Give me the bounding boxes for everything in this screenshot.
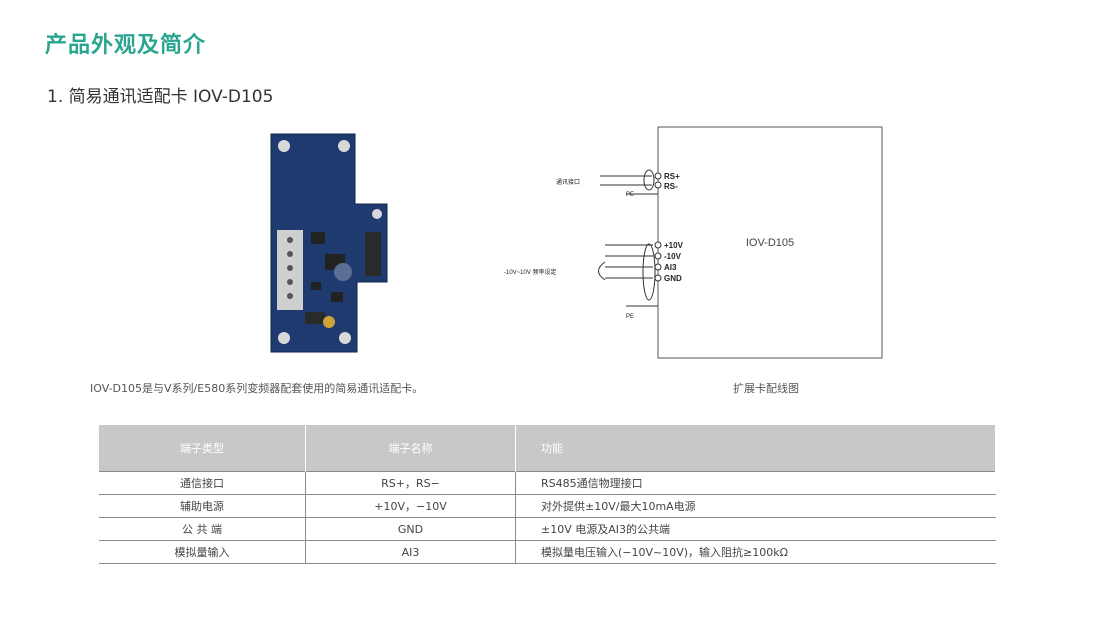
cell-type: 辅助电源 [99,494,306,518]
module-label: IOV-D105 [746,237,794,249]
header-terminal-type: 端子类型 [99,425,306,472]
terminal-ai3: AI3 [664,263,677,272]
wiring-diagram: IOV-D105 RS+ RS- +10V -10V AI3 GND 通讯接口 … [504,126,883,359]
header-function: 功能 [515,425,996,472]
section-subtitle: 1. 简易通讯适配卡 IOV-D105 [47,87,274,107]
cell-function: RS485通信物理接口 [515,471,996,495]
cell-function: 模拟量电压输入(−10V~10V)，输入阻抗≥100kΩ [515,540,996,564]
comm-interface-label: 通讯接口 [556,178,580,186]
table-row: 公 共 端 GND ±10V 电源及AI3的公共端 [99,517,996,541]
cell-type: 通信接口 [99,471,306,495]
cell-name: +10V，−10V [305,494,516,518]
pe-label-top: PE [626,192,634,198]
terminal-gnd: GND [664,274,682,283]
cell-name: RS+，RS− [305,471,516,495]
table-row: 模拟量输入 AI3 模拟量电压输入(−10V~10V)，输入阻抗≥100kΩ [99,540,996,564]
terminal-rs-plus: RS+ [664,172,680,181]
terminal-plus10v: +10V [664,241,684,250]
cell-name: GND [305,517,516,541]
diagram-caption: 扩展卡配线图 [733,382,799,395]
terminal-rs-minus: RS- [664,182,678,191]
pe-label-bottom: PE [626,314,634,320]
header-terminal-name: 端子名称 [305,425,516,472]
table-header-row: 端子类型 端子名称 功能 [99,425,996,472]
cell-name: AI3 [305,540,516,564]
product-caption: IOV-D105是与V系列/E580系列变频器配套使用的简易通讯适配卡。 [90,382,424,395]
terminal-minus10v: -10V [664,252,682,261]
cell-type: 公 共 端 [99,517,306,541]
cell-type: 模拟量输入 [99,540,306,564]
terminal-spec-table: 端子类型 端子名称 功能 通信接口 RS+，RS− RS485通信物理接口 辅助… [99,425,996,564]
table-row: 辅助电源 +10V，−10V 对外提供±10V/最大10mA电源 [99,494,996,518]
table-row: 通信接口 RS+，RS− RS485通信物理接口 [99,471,996,495]
product-photo [270,133,388,353]
cell-function: ±10V 电源及AI3的公共端 [515,517,996,541]
cell-function: 对外提供±10V/最大10mA电源 [515,494,996,518]
page-title: 产品外观及简介 [45,33,207,58]
freq-setting-label: -10V~10V 频率设定 [504,268,557,276]
